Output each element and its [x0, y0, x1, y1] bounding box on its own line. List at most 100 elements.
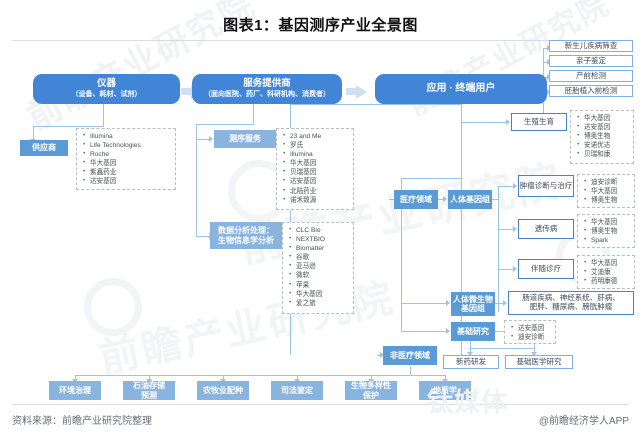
list-item: Biomatter	[289, 243, 350, 253]
list-item: 华大基因	[289, 289, 350, 299]
app-label: @前瞻经济学人APP	[538, 416, 629, 427]
oil-line1: 石油存储	[133, 381, 165, 391]
stage-application-title: 应用 · 终端用户	[426, 83, 496, 95]
connector	[498, 269, 514, 270]
stage-service-provider[interactable]: 服务提供商 （面向医院、药厂、科研机构、消费者）	[192, 74, 342, 104]
source-label: 资料来源：前瞻产业研究院整理	[12, 416, 152, 427]
node-microbiome-detail[interactable]: 肠道疾病、神经系统、肝病、 肥胖、糖尿病、膀胱肿瘤	[508, 291, 634, 315]
node-paternity-test[interactable]: 亲子鉴定	[549, 55, 633, 67]
connector	[103, 104, 104, 126]
connector	[461, 104, 462, 355]
sequencing-service-list: 23 and Me 罗氏 Illumina 华大基因 贝瑞基因 达安基因 北陆药…	[276, 128, 354, 210]
node-sequencing-service[interactable]: 测序服务	[214, 130, 276, 148]
connector	[33, 126, 104, 127]
stage-arrow-tail	[181, 88, 191, 95]
divider-top	[12, 40, 629, 41]
connector	[377, 355, 381, 356]
bio-line1: 生物多样性	[351, 381, 391, 391]
node-supplier[interactable]: 供应商	[20, 140, 68, 156]
connector	[495, 303, 504, 304]
node-geology[interactable]: 地质学	[419, 381, 471, 400]
connector	[149, 375, 150, 381]
connector	[489, 199, 499, 200]
microbiome-detail-line2: 肥胖、糖尿病、膀胱肿瘤	[529, 302, 613, 311]
node-agriculture-breeding[interactable]: 农牧业配种	[197, 381, 249, 400]
node-forensic-identification[interactable]: 司法鉴定	[271, 381, 323, 400]
node-preimplantation-test[interactable]: 胚胎植入前检测	[549, 85, 633, 97]
stage-arrow-icon	[356, 84, 367, 99]
node-drug-rd[interactable]: 新药研发	[443, 355, 499, 369]
connector	[196, 139, 210, 140]
connector-arrow	[446, 300, 450, 306]
connector	[461, 122, 507, 123]
list-item: 博奥生物	[584, 226, 631, 236]
node-newborn-screening[interactable]: 新生儿疾病筛查	[549, 40, 633, 52]
supplier-list: Illumina Life Technologies Roche 华大基因 紫鑫…	[76, 128, 176, 190]
connector-arrow	[531, 352, 537, 356]
connector	[196, 236, 210, 237]
companion-diagnostics-list: 华大基因 艾迪康 药明康德	[577, 255, 635, 289]
connector-arrow	[380, 352, 384, 358]
connector	[438, 199, 444, 200]
connector	[297, 375, 298, 381]
node-environmental-governance[interactable]: 环境治理	[49, 381, 101, 400]
node-biodiversity-protection[interactable]: 生物多样性 保护	[345, 381, 397, 400]
node-basic-research[interactable]: 基础研究	[451, 322, 495, 341]
bio-line2: 保护	[363, 390, 379, 400]
list-item: 华大基因	[577, 113, 630, 123]
list-item: 安诺优达	[577, 140, 630, 150]
node-reproduction[interactable]: 生殖生育	[511, 113, 567, 131]
connector	[543, 48, 548, 49]
microbiome-label-line2: 基因组	[461, 304, 485, 313]
list-item: 罗氏	[283, 140, 350, 150]
data-analysis-label-line1: 数据分析处理：	[218, 226, 274, 236]
list-item: 紫鑫药业	[83, 167, 172, 177]
connector	[401, 303, 447, 304]
node-tumor-diagnosis[interactable]: 肿瘤诊断与治疗	[518, 175, 574, 197]
node-prenatal-test[interactable]: 产前检测	[549, 70, 633, 82]
oil-line2: 预测	[141, 390, 157, 400]
list-item: 华大基因	[584, 217, 631, 227]
list-item: 诺禾致源	[283, 195, 350, 205]
stage-application[interactable]: 应用 · 终端用户	[375, 74, 547, 104]
list-item: Roche	[83, 149, 172, 159]
node-non-medical-field[interactable]: 非医疗领域	[383, 346, 437, 365]
list-item: 药明康德	[584, 276, 631, 286]
list-item: 23 and Me	[283, 131, 350, 141]
list-item: 北陆药业	[283, 186, 350, 196]
list-item: 迪安诊断	[511, 332, 552, 342]
list-item: 谷歌	[289, 252, 350, 262]
node-companion-diagnostics[interactable]: 伴随诊疗	[518, 259, 574, 279]
list-item: 华大基因	[283, 158, 350, 168]
connector	[389, 199, 395, 200]
data-analysis-list: CLC Bio NEXTBIO Biomatter 谷歌 亚马逊 微软 苹果 华…	[282, 222, 354, 314]
connector	[401, 178, 402, 332]
node-genetic-disease[interactable]: 遗传病	[518, 219, 574, 239]
list-item: 达安基因	[511, 323, 552, 333]
node-basic-medicine[interactable]: 基础医学研究	[505, 355, 573, 369]
microbiome-detail-line1: 肠道疾病、神经系统、肝病、	[522, 293, 620, 303]
node-human-genome[interactable]: 人体基因组	[448, 190, 492, 209]
connector	[253, 104, 254, 124]
connector	[495, 331, 504, 332]
list-item: Life Technologies	[83, 140, 172, 150]
list-item: 艾迪康	[584, 267, 631, 277]
node-oil-storage-forecast[interactable]: 石油存储 预测	[123, 381, 175, 400]
list-item: 华大基因	[584, 186, 631, 196]
connector	[223, 375, 224, 381]
divider-bottom	[12, 404, 629, 405]
list-item: 贝瑞基因	[283, 167, 350, 177]
list-item: Illumina	[283, 149, 350, 159]
list-item: 苹果	[289, 280, 350, 290]
page-title: 图表1：基因测序产业全景图	[223, 17, 418, 34]
list-item: Illumina	[83, 131, 172, 141]
list-item: 达安基因	[577, 122, 630, 132]
connector	[534, 341, 535, 355]
connector	[498, 186, 514, 187]
stage-instrument[interactable]: 仪器 （设备、耗材、试剂）	[33, 74, 180, 104]
node-microbiome[interactable]: 人体微生物 基因组	[451, 292, 495, 316]
node-medical-field[interactable]: 医疗领域	[394, 190, 438, 209]
node-data-analysis[interactable]: 数据分析处理： 生物信息学分析	[210, 222, 282, 249]
connector-arrow	[503, 300, 507, 306]
